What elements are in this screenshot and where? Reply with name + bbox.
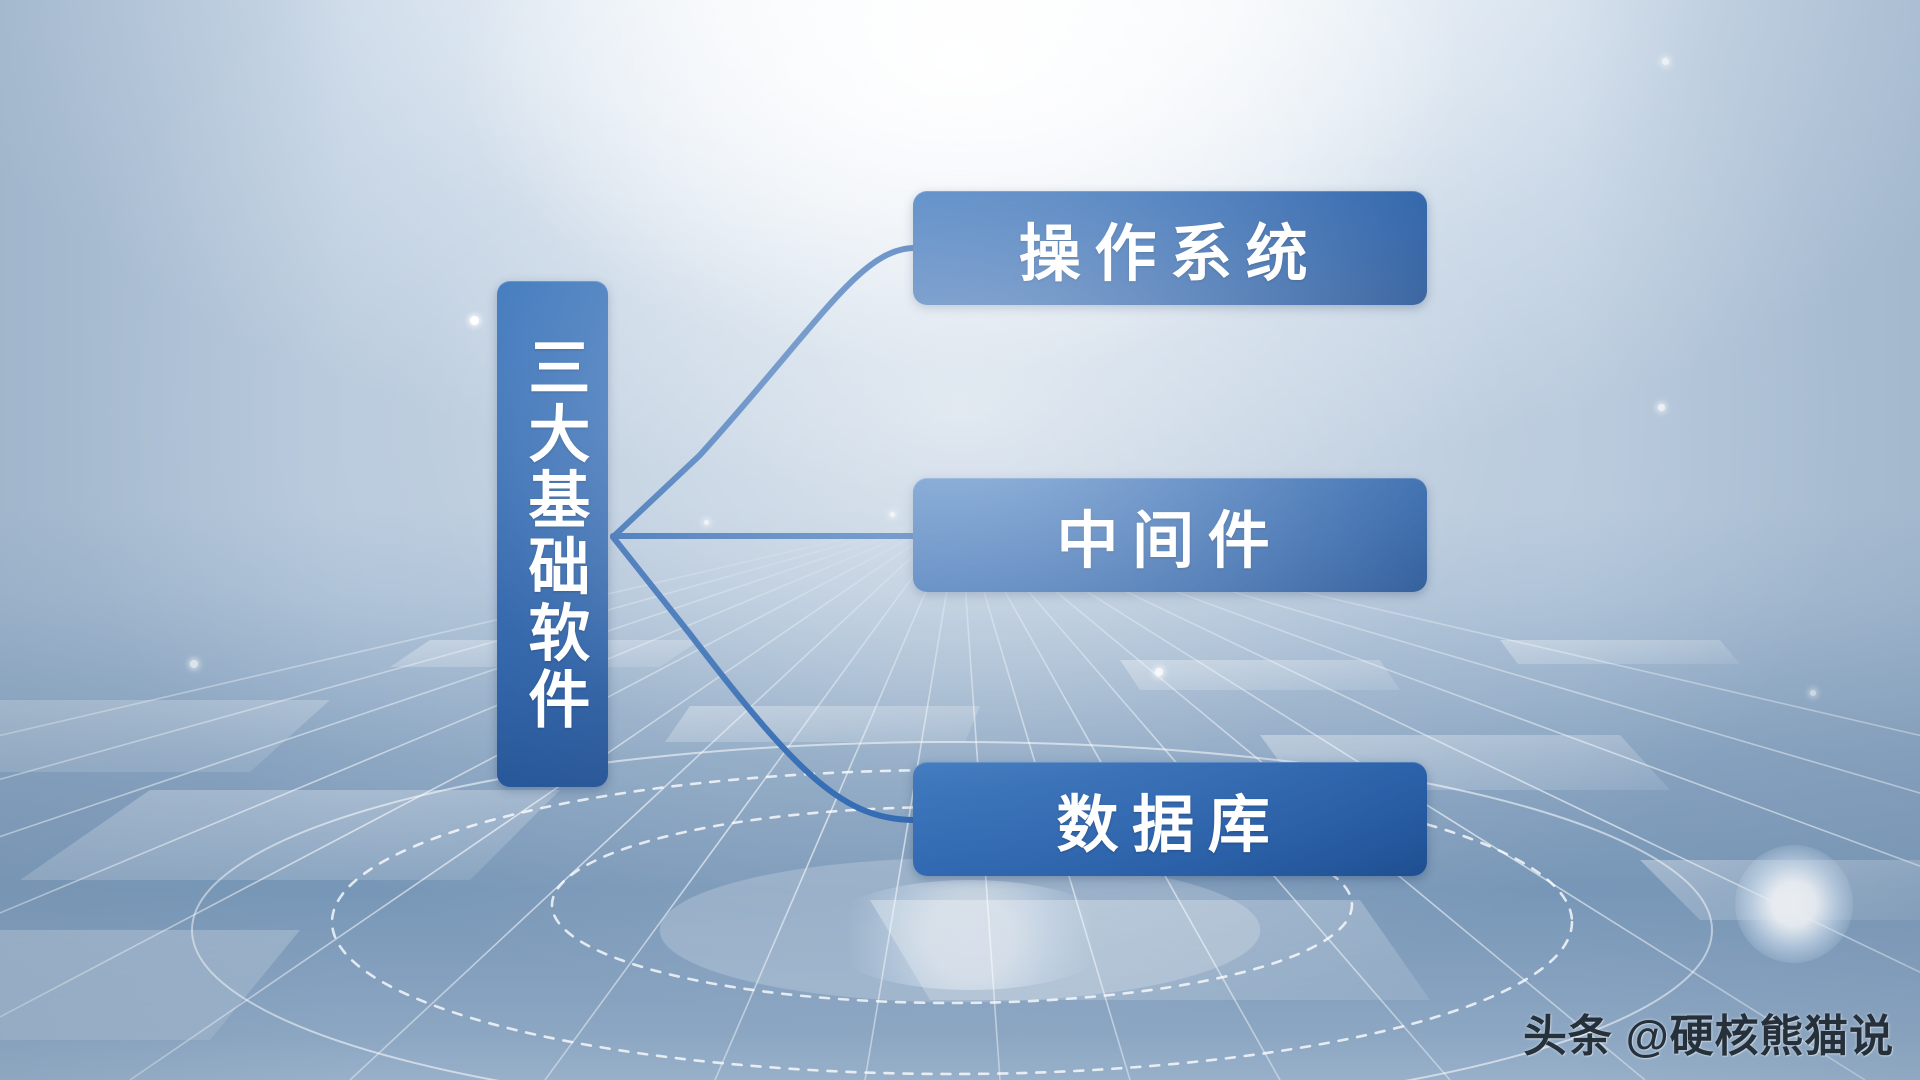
watermark-text: 头条 @硬核熊猫说 — [1522, 1012, 1894, 1061]
